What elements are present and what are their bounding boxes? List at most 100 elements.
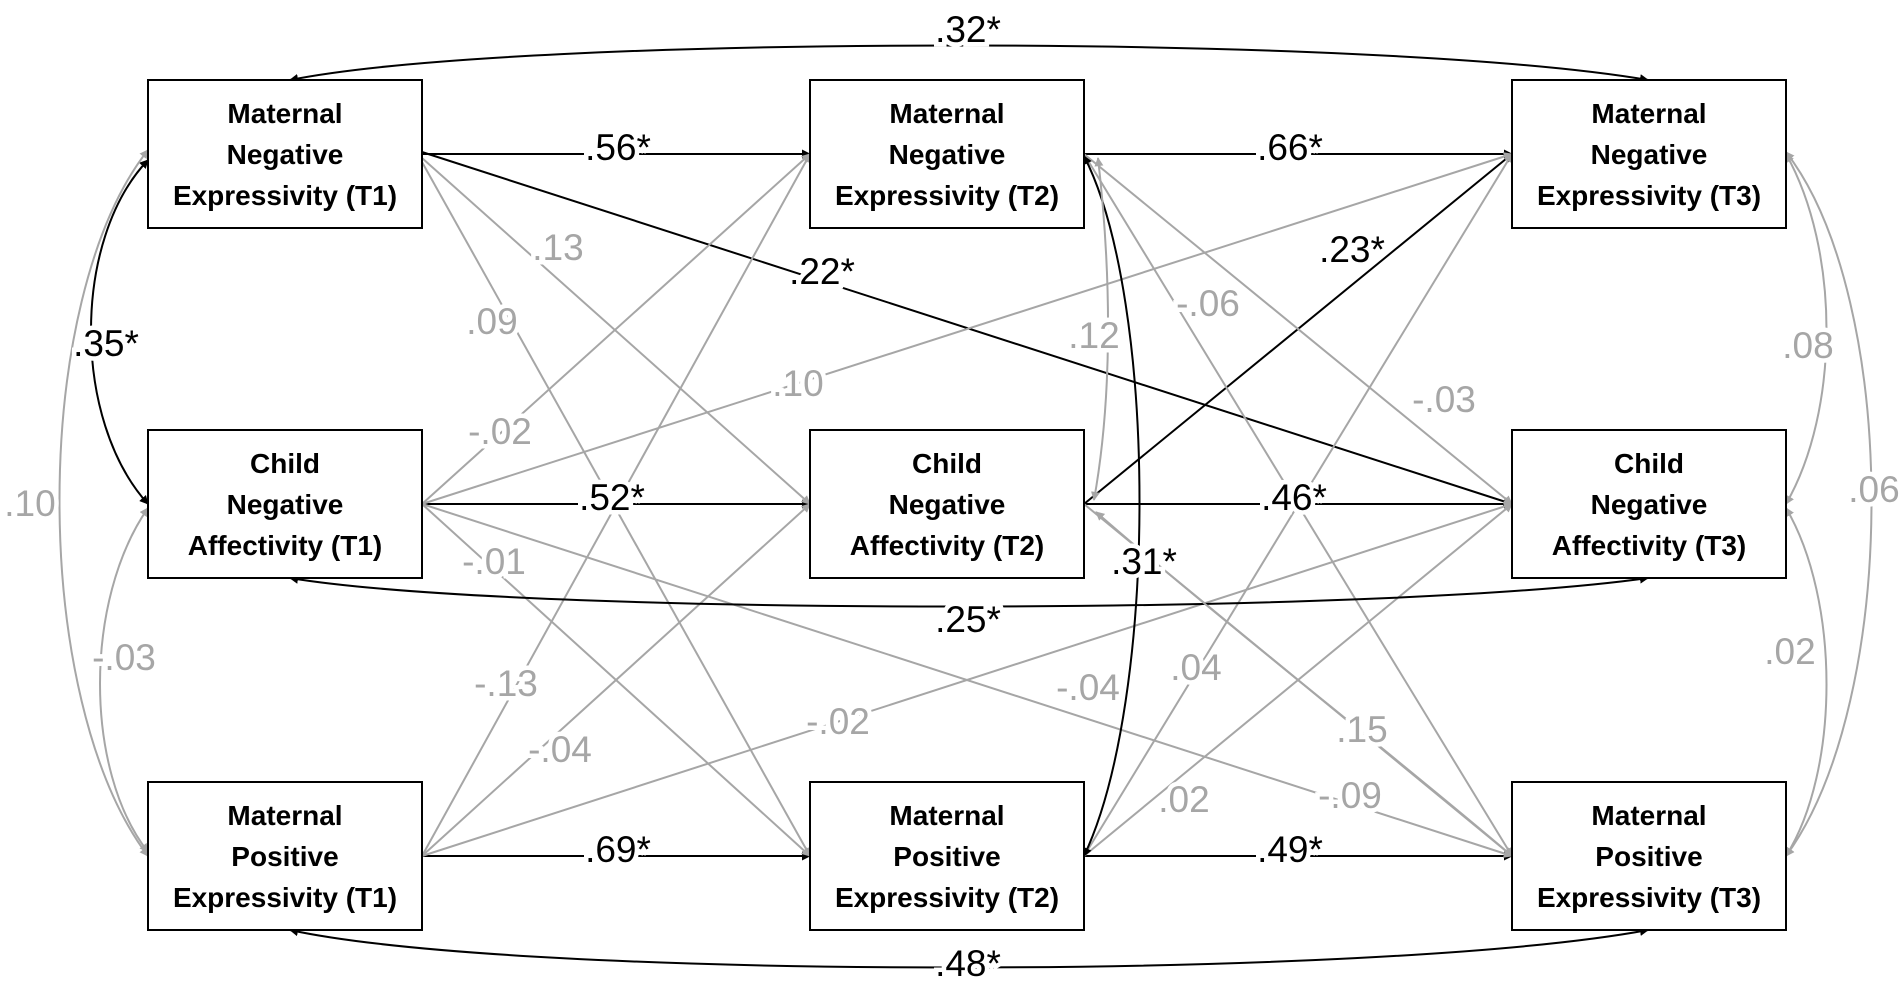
node-label-line: Maternal: [227, 98, 342, 129]
coefficient-label-cov-mne1-mpe1: .10: [4, 483, 55, 524]
node-label-line: Negative: [889, 139, 1006, 170]
edges-layer: [58, 44, 1873, 969]
covariance-arrow-cov-cna3-mpe3: [1785, 507, 1828, 857]
path-arrow-mne1-cna2: [421, 157, 811, 505]
path-arrow-mpe1-cna2: [421, 503, 811, 857]
node-label-line: Expressivity (T2): [835, 180, 1059, 211]
coefficient-label-cov-mne1-cna1: .35*: [73, 323, 139, 364]
coefficient-label-cna1-mpe2: -.01: [462, 541, 526, 582]
coefficient-label-cna1-mne3: .10: [772, 363, 823, 404]
covariance-arrow-cov-mpe1-mpe3: [289, 927, 1649, 969]
node-box: [147, 429, 423, 579]
node-box: [1511, 781, 1787, 931]
node-label-line: Expressivity (T1): [173, 180, 397, 211]
coefficient-label-mpe1-mne2: -.13: [474, 663, 538, 704]
node-label-line: Negative: [889, 489, 1006, 520]
coefficient-label-mpe2-mne3: .04: [1170, 647, 1221, 688]
coefficient-label-cov-cna1-cna3: .25*: [935, 599, 1001, 640]
coefficient-label-cna1-cna2: .52*: [579, 477, 645, 518]
node-label-line: Expressivity (T3): [1537, 180, 1761, 211]
node-label-line: Maternal: [889, 98, 1004, 129]
node-label-line: Negative: [227, 489, 344, 520]
node-label-line: Child: [912, 448, 982, 479]
coefficient-label-cov-mpe1-mpe3: .48*: [935, 943, 1001, 984]
covariance-arrow-cov-mne1-mne3: [289, 44, 1649, 84]
coefficient-label-mpe1-mpe2: .69*: [585, 829, 651, 870]
coefficient-label-mpe1-cna3: -.02: [806, 701, 870, 742]
path-arrow-mne1-mpe2: [421, 161, 811, 857]
covariance-arrow-cov-mne2-cna2: [1091, 157, 1110, 501]
coefficient-label-mne1-cna2: .13: [532, 227, 583, 268]
node-label-line: Expressivity (T2): [835, 882, 1059, 913]
coefficient-label-cna2-cna3: .46*: [1261, 477, 1327, 518]
node-label-line: Affectivity (T2): [850, 530, 1044, 561]
coefficient-label-cov-cna2-mpe2: -.09: [1318, 775, 1382, 816]
coefficient-label-mne2-mne3: .66*: [1257, 127, 1323, 168]
node-label-line: Child: [1614, 448, 1684, 479]
node-label-line: Positive: [893, 841, 1000, 872]
path-arrow-cna1-mne2: [421, 153, 811, 505]
path-arrow-mne2-cna3: [1083, 153, 1513, 505]
path-arrow-mpe1-mne2: [421, 153, 811, 857]
node-box: [147, 781, 423, 931]
coefficient-label-mne2-mpe3: -.06: [1176, 283, 1240, 324]
coefficient-label-mpe2-mpe3: .49*: [1257, 829, 1323, 870]
node-box: [147, 79, 423, 229]
coefficient-label-cov-mne3-cna3: .08: [1782, 325, 1833, 366]
coefficient-label-cov-mne1-mne3: .32*: [935, 9, 1001, 50]
node-label-line: Expressivity (T3): [1537, 882, 1761, 913]
coefficient-label-cna2-mpe3: .15: [1336, 709, 1387, 750]
covariance-arrow-cov-cna2-mpe2: [1095, 511, 1513, 857]
node-box: [1511, 429, 1787, 579]
coefficient-label-cna2-mne3: .23*: [1319, 229, 1385, 270]
covariance-arrow-cov-mne1-mpe1: [58, 149, 149, 857]
node-label-line: Maternal: [1591, 800, 1706, 831]
node-label-line: Negative: [227, 139, 344, 170]
node-label-line: Expressivity (T1): [173, 882, 397, 913]
coefficient-label-mne1-mpe2: .09: [466, 301, 517, 342]
coefficient-label-cov-cna1-mpe1: -.03: [92, 637, 156, 678]
covariance-arrow-cov-mne2-mpe2: [1083, 155, 1141, 857]
covariance-arrow-cov-mne3-cna3: [1785, 153, 1828, 505]
coefficient-label-mne1-cna3: .22*: [789, 251, 855, 292]
coefficient-label-cna1-mpe3: -.04: [1056, 667, 1120, 708]
coefficient-label-mne2-cna3: -.03: [1412, 379, 1476, 420]
node-label-line: Maternal: [227, 800, 342, 831]
node-label-line: Negative: [1591, 489, 1708, 520]
node-label-line: Negative: [1591, 139, 1708, 170]
coefficient-label-cov-mne2-mpe2: .31*: [1111, 541, 1177, 582]
coefficient-label-cov-mne3-mpe3: .06: [1848, 469, 1899, 510]
node-box: [809, 429, 1085, 579]
coefficient-label-cna1-mne2: -.02: [468, 411, 532, 452]
path-arrow-cna1-mne3: [421, 152, 1513, 505]
covariance-arrow-cov-mne3-mpe3: [1785, 151, 1873, 857]
coefficient-label-cov-cna3-mpe3: .02: [1764, 631, 1815, 672]
node-box: [809, 781, 1085, 931]
node-label-line: Affectivity (T3): [1552, 530, 1746, 561]
node-label-line: Maternal: [1591, 98, 1706, 129]
node-label-line: Child: [250, 448, 320, 479]
labels-layer: .56* .66* .52* .46* .69* .49* .22* .23* .13 .09 -.…: [0, 5, 1902, 989]
node-box: [1511, 79, 1787, 229]
node-label-line: Positive: [1595, 841, 1702, 872]
coefficient-label-cov-mne2-cna2: .12: [1068, 315, 1119, 356]
coefficient-label-mpe2-cna3: .02: [1158, 779, 1209, 820]
node-label-line: Affectivity (T1): [188, 530, 382, 561]
coefficient-label-mne1-mne2: .56*: [585, 127, 651, 168]
node-box: [809, 79, 1085, 229]
covariance-arrow-cov-cna1-mpe1: [99, 507, 149, 853]
node-label-line: Positive: [231, 841, 338, 872]
covariance-arrow-cov-mne1-cna1: [90, 159, 149, 505]
